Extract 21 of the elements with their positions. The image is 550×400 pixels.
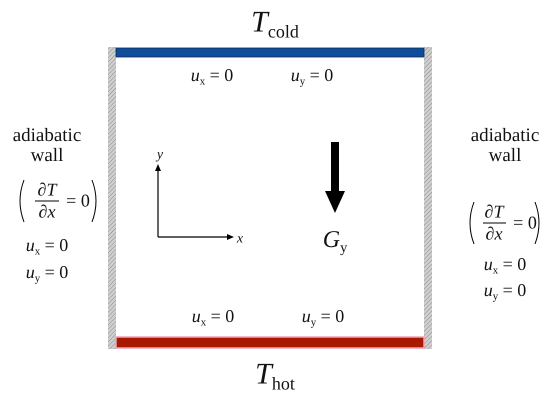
boundary-condition: = 0 <box>66 192 90 210</box>
boundary-condition: u$_{x}$ = 0 <box>190 66 234 88</box>
boundary-condition: u$_{y}$ = 0 <box>484 280 526 304</box>
boundary-condition: ∂x <box>38 202 56 222</box>
axis-label: x <box>236 232 244 248</box>
boundary-condition: u$_{y}$ = 0 <box>290 66 334 88</box>
boundary-condition: ∂T <box>38 180 56 200</box>
boundary-condition: ∂x <box>486 224 502 244</box>
temperature-label: T$_{hot}$ <box>255 358 295 394</box>
boundary-condition: u$_{y}$ = 0 <box>26 262 68 286</box>
boundary-condition: u$_{x}$ = 0 <box>484 254 526 278</box>
boundary-condition: u$_{x}$ = 0 <box>192 306 234 330</box>
temperature-label: T$_{cold}$ <box>251 6 299 42</box>
boundary-condition: ∂T <box>484 202 504 222</box>
boundary-condition: = 0 <box>513 214 537 232</box>
wall-label: adiabatic wall <box>470 126 540 166</box>
gravity-label: G$_{y}$ <box>322 228 348 256</box>
boundary-condition: u$_{x}$ = 0 <box>26 236 68 258</box>
axis-label: y <box>156 148 164 164</box>
wall-label: adiabatic wall <box>12 126 82 166</box>
boundary-condition: u$_{y}$ = 0 <box>302 306 344 330</box>
